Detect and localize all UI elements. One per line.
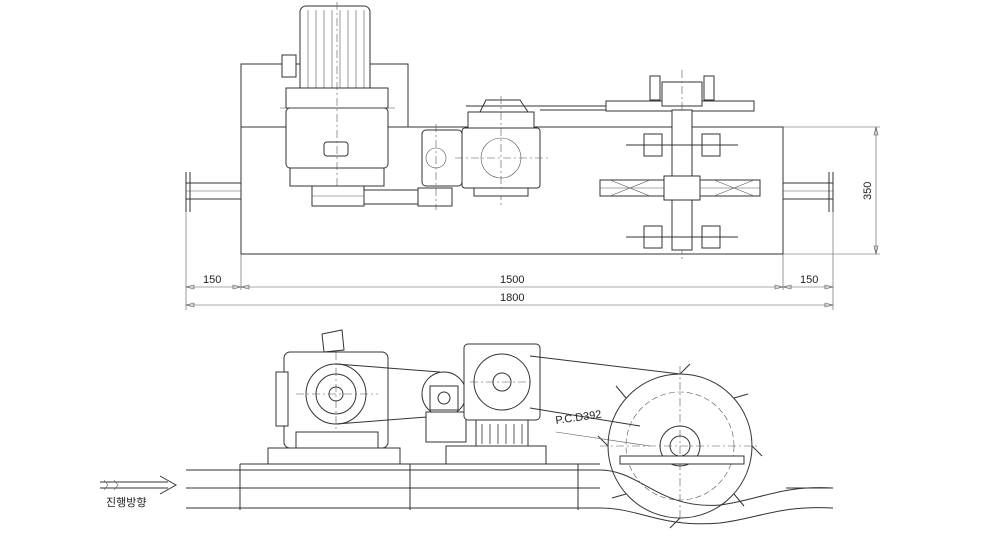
motor-top (280, 2, 395, 207)
motor-base-plate (267, 447, 401, 465)
side-view: P.C.D392 진행방향 (100, 329, 834, 529)
dim-frame-length: 1500 (500, 274, 524, 286)
dim-width: 350 (862, 182, 874, 200)
reducer-side (463, 343, 541, 447)
chain-lower (529, 407, 641, 427)
dimension-lines (185, 126, 880, 310)
belt-side-upper (335, 363, 441, 373)
belt-side-lower (335, 415, 441, 425)
right-rail (782, 172, 834, 212)
pcd-label: P.C.D392 (555, 409, 603, 427)
top-view: 150 1500 150 1800 350 (185, 2, 880, 310)
dim-right-overhang: 150 (800, 274, 818, 286)
left-rail (185, 172, 242, 212)
reducer-base-plate (445, 445, 547, 465)
dim-overall-length: 1800 (500, 292, 524, 304)
direction-label: 진행방향 (106, 496, 146, 509)
motor-side (275, 329, 389, 449)
chain-upper (529, 355, 681, 375)
reducer-top (455, 96, 548, 208)
small-pulley-top (417, 124, 463, 210)
sprocket-side (597, 363, 763, 529)
sprocket-assembly-top (599, 70, 761, 262)
small-pulley-side (421, 371, 467, 443)
base-rail (186, 463, 834, 525)
direction-arrow-icon (100, 475, 178, 495)
dim-left-overhang: 150 (203, 274, 221, 286)
pcd-leader (555, 431, 651, 447)
